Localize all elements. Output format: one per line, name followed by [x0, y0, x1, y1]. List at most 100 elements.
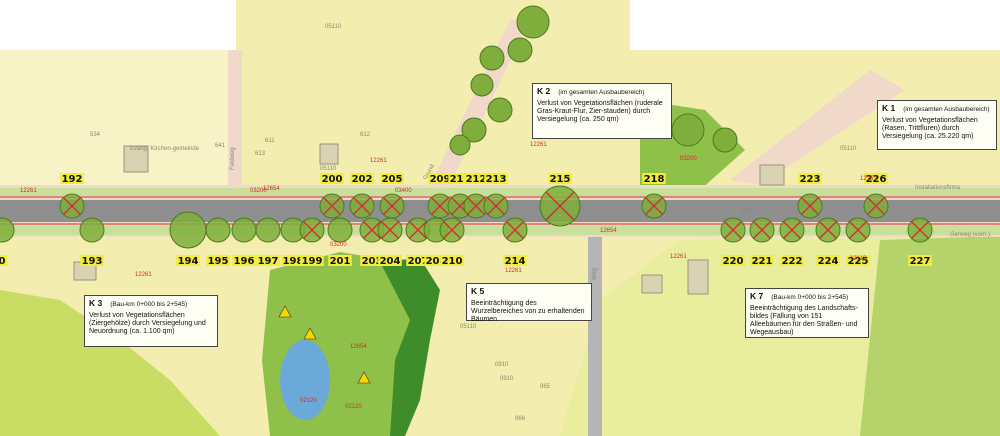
footpath-diagonal-right — [730, 70, 905, 185]
measure-box-k2: K 2(im gesamten Ausbaubereich) Verlust v… — [532, 83, 672, 139]
feldweg-label: Feldweg — [230, 147, 236, 170]
felling-mark — [753, 221, 771, 239]
tree-number-bg — [232, 255, 256, 266]
felling-mark — [867, 197, 885, 215]
felling-mark — [63, 197, 81, 215]
felling-mark — [506, 221, 524, 239]
tree-number: 209 — [430, 174, 451, 185]
tree-number: 201 — [330, 256, 351, 267]
meadow-bottom-left — [0, 290, 220, 436]
parcel-number: 604 — [740, 208, 751, 214]
red-number: 02120 — [300, 398, 317, 404]
building — [641, 274, 663, 294]
side-road — [588, 230, 602, 436]
tree-number: 221 — [752, 256, 773, 267]
tree-number-bg — [380, 173, 404, 184]
measure-text: Beeinträchtigung des Wurzelbereiches von… — [471, 300, 585, 323]
measure-scope: (im gesamten Ausbaubereich) — [558, 89, 645, 96]
church-label: Evang. Kirchen-gemeinde — [130, 146, 200, 152]
tree-number-bg — [206, 255, 230, 266]
tree-number-bg — [281, 255, 305, 266]
pond — [280, 340, 330, 420]
measure-code: K 1 — [882, 103, 896, 113]
tree-number: 223 — [800, 174, 821, 185]
tree-number: 200 — [322, 174, 343, 185]
tree-number: 195 — [208, 256, 229, 267]
tree-crown — [205, 217, 231, 243]
parcel-number: 534 — [90, 132, 101, 138]
felling-mark — [353, 197, 371, 215]
warning-icon — [303, 327, 317, 340]
residential-parcel-left — [0, 50, 236, 190]
tree-number-bg — [328, 255, 352, 266]
measure-text: Verlust von Vegetationsflächen (Ziergehö… — [89, 312, 206, 335]
tree-number: 208 — [426, 256, 447, 267]
measure-text: Beeinträchtigung des Landschafts-bildes … — [750, 305, 858, 336]
tree-number-bg — [350, 173, 374, 184]
tree-crown — [461, 117, 487, 143]
tree-number-bg — [320, 173, 344, 184]
warning-icon — [278, 305, 292, 318]
measure-code: K 7 — [750, 291, 764, 301]
felling-mark — [409, 221, 427, 239]
tree-number-bg — [503, 255, 527, 266]
measure-scope: (im gesamten Ausbaubereich) — [903, 106, 990, 113]
red-number: 03200 — [250, 188, 267, 194]
tree-number-bg — [864, 173, 888, 184]
building — [687, 259, 709, 295]
tree-crown — [516, 5, 550, 39]
parcel-number: 05110 — [840, 146, 857, 152]
felling-mark — [467, 197, 485, 215]
red-number: 12261 — [135, 272, 152, 278]
tree-number: 227 — [910, 256, 931, 267]
measure-code: K 5 — [471, 286, 485, 296]
tree-crown — [470, 73, 494, 97]
trees-bottom-group — [0, 211, 933, 249]
tree-number: 197 — [258, 256, 279, 267]
felling-mark — [323, 197, 341, 215]
felling-mark — [431, 197, 449, 215]
tree-number-bg — [846, 255, 870, 266]
verge-south — [0, 225, 1000, 235]
parcel-number: 612 — [360, 132, 371, 138]
red-number: 03200 — [680, 156, 697, 162]
parcel-number: 05110 — [320, 166, 337, 172]
tree-number-bg — [464, 173, 488, 184]
red-number: 12654 — [263, 186, 280, 192]
parcel-number: 0910 — [495, 362, 509, 368]
parcel-number: 611 — [265, 138, 275, 144]
felling-mark — [363, 221, 381, 239]
red-number: 03200 — [330, 242, 347, 248]
white-area-topleft — [0, 0, 236, 50]
red-number: 12261 — [20, 188, 37, 194]
tree-number: 205 — [382, 174, 403, 185]
tree-crown — [479, 45, 505, 71]
tree-number: 207 — [408, 256, 429, 267]
felling-mark — [443, 221, 461, 239]
tree-number-bg — [80, 255, 104, 266]
tree-number-bg — [176, 255, 200, 266]
tree-number-bg — [780, 255, 804, 266]
felling-mark — [645, 197, 663, 215]
tree-number-bg — [448, 173, 472, 184]
tree-crown — [487, 97, 513, 123]
tree-number: 225 — [848, 256, 869, 267]
red-number: 12151 — [860, 176, 877, 182]
feldweg-road — [228, 50, 242, 190]
tree-number-bg — [548, 173, 572, 184]
parcel-number: 641 — [215, 143, 226, 149]
tree-number-bg — [428, 173, 452, 184]
tree-number: 220 — [723, 256, 744, 267]
tree-number-bg — [484, 173, 508, 184]
felling-mark — [381, 221, 399, 239]
tree-number-bg — [440, 255, 464, 266]
tree-number: 193 — [82, 256, 103, 267]
installation-label: Installationsfirma — [915, 185, 961, 191]
tree-number-bg — [60, 173, 84, 184]
tree-crown — [255, 217, 281, 243]
measure-text: Verlust von Vegetationsflächen (Rasen, T… — [882, 117, 978, 140]
